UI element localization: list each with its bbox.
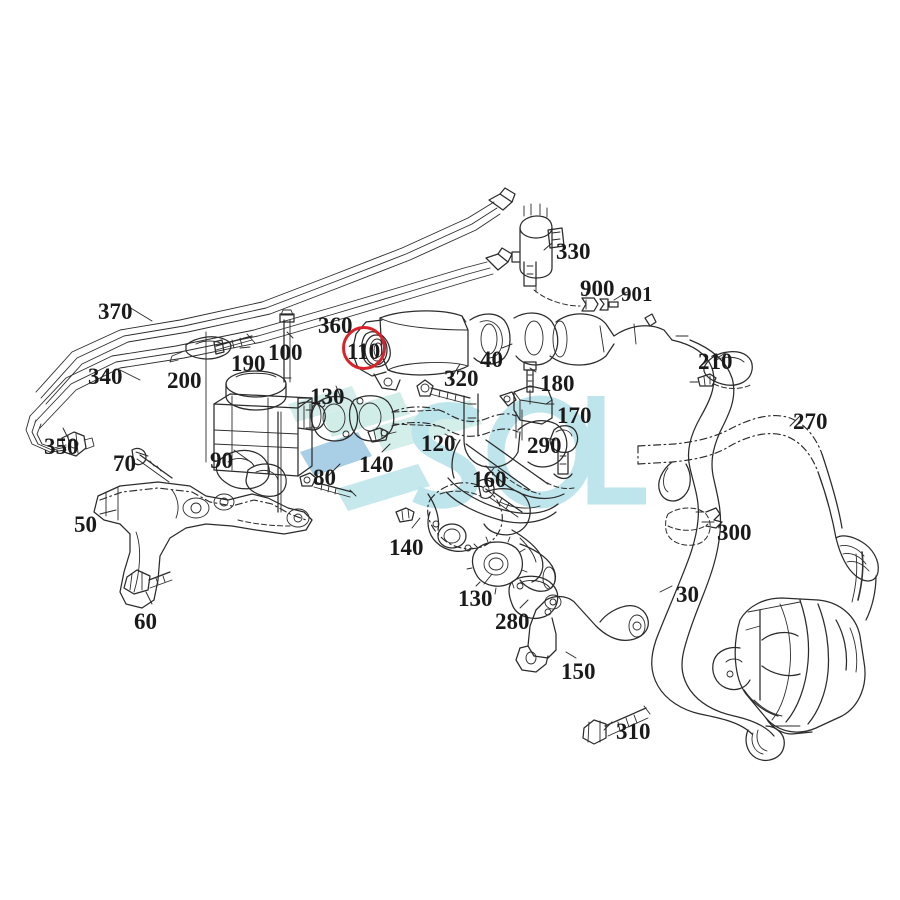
callout-310: 310 (616, 719, 651, 744)
callout-350: 350 (44, 434, 79, 459)
lower-center-flange-group (427, 482, 649, 673)
callout-40: 40 (480, 347, 503, 372)
callout-360: 360 (318, 313, 353, 338)
pump-inlet-hose (851, 551, 864, 603)
callout-60: 60 (134, 609, 157, 634)
part-900-connector (581, 297, 599, 312)
part-70-bolt (131, 447, 173, 483)
crossover-pipe-upper (549, 313, 673, 366)
callout-160: 160 (472, 467, 507, 492)
callout-30: 30 (676, 582, 699, 607)
callout-300: 300 (717, 520, 752, 545)
part-190-bolt (213, 333, 256, 355)
callout-190: 190 (231, 351, 266, 376)
watermark-graphic (288, 386, 646, 511)
callout-370: 370 (98, 299, 133, 324)
part-30-hose (651, 335, 785, 761)
callout-50: 50 (74, 512, 97, 537)
part-170-bracket (499, 385, 553, 425)
callout-290: 290 (527, 433, 562, 458)
part-140-clip-b (395, 507, 415, 523)
part-270-hose (637, 415, 879, 621)
part-350-connector (61, 431, 95, 457)
callout-120: 120 (421, 431, 456, 456)
part-80-bolt-set (299, 472, 357, 498)
part-90-valve-block (213, 370, 326, 513)
callout-340: 340 (88, 364, 123, 389)
part-901-connector (599, 298, 619, 311)
callout-110: 110 (347, 339, 381, 364)
callout-170: 170 (557, 403, 592, 428)
callout-leader-lines (62, 242, 801, 731)
part-air-pump-motor (712, 597, 866, 735)
callout-150: 150 (561, 659, 596, 684)
part-130-gasket-a (305, 395, 359, 442)
callout-130-upper: 130 (310, 384, 345, 409)
callout-180: 180 (540, 371, 575, 396)
callout-210: 210 (698, 349, 733, 374)
callout-200: 200 (167, 368, 202, 393)
part-340-air-line (29, 247, 513, 429)
part-120-tube (391, 406, 523, 441)
part-60-bolt (123, 569, 173, 595)
part-100-bolt (279, 309, 295, 383)
lower-strut (427, 439, 559, 531)
callout-320: 320 (444, 366, 479, 391)
watermark-text (411, 395, 646, 509)
callout-90: 90 (210, 448, 233, 473)
part-130-gasket-b (348, 395, 441, 442)
callout-270: 270 (793, 409, 828, 434)
part-40-seal-rings (469, 312, 559, 366)
callout-280: 280 (495, 609, 530, 634)
callout-100: 100 (268, 340, 303, 365)
callout-330: 330 (556, 239, 591, 264)
part-210-clip (689, 351, 753, 389)
callout-70: 70 (113, 451, 136, 476)
part-360-connector-pipe (351, 310, 469, 391)
part-330-switchover-valve (511, 203, 581, 307)
part-340-lower-tail (25, 415, 67, 453)
part-310-bolt (582, 705, 651, 745)
callout-130-lower: 130 (458, 586, 493, 611)
part-300-clamp (665, 507, 723, 546)
callout-140-lower: 140 (389, 535, 424, 560)
part-160-bolt (477, 478, 523, 518)
callout-80: 80 (313, 465, 336, 490)
part-180-bolt (523, 361, 537, 393)
part-370-air-line (35, 187, 516, 405)
callout-901: 901 (621, 282, 653, 306)
callout-140-upper: 140 (359, 452, 394, 477)
callout-900: 900 (580, 276, 615, 301)
part-140-clip-a (367, 427, 397, 443)
part-50-bracket (93, 481, 313, 609)
